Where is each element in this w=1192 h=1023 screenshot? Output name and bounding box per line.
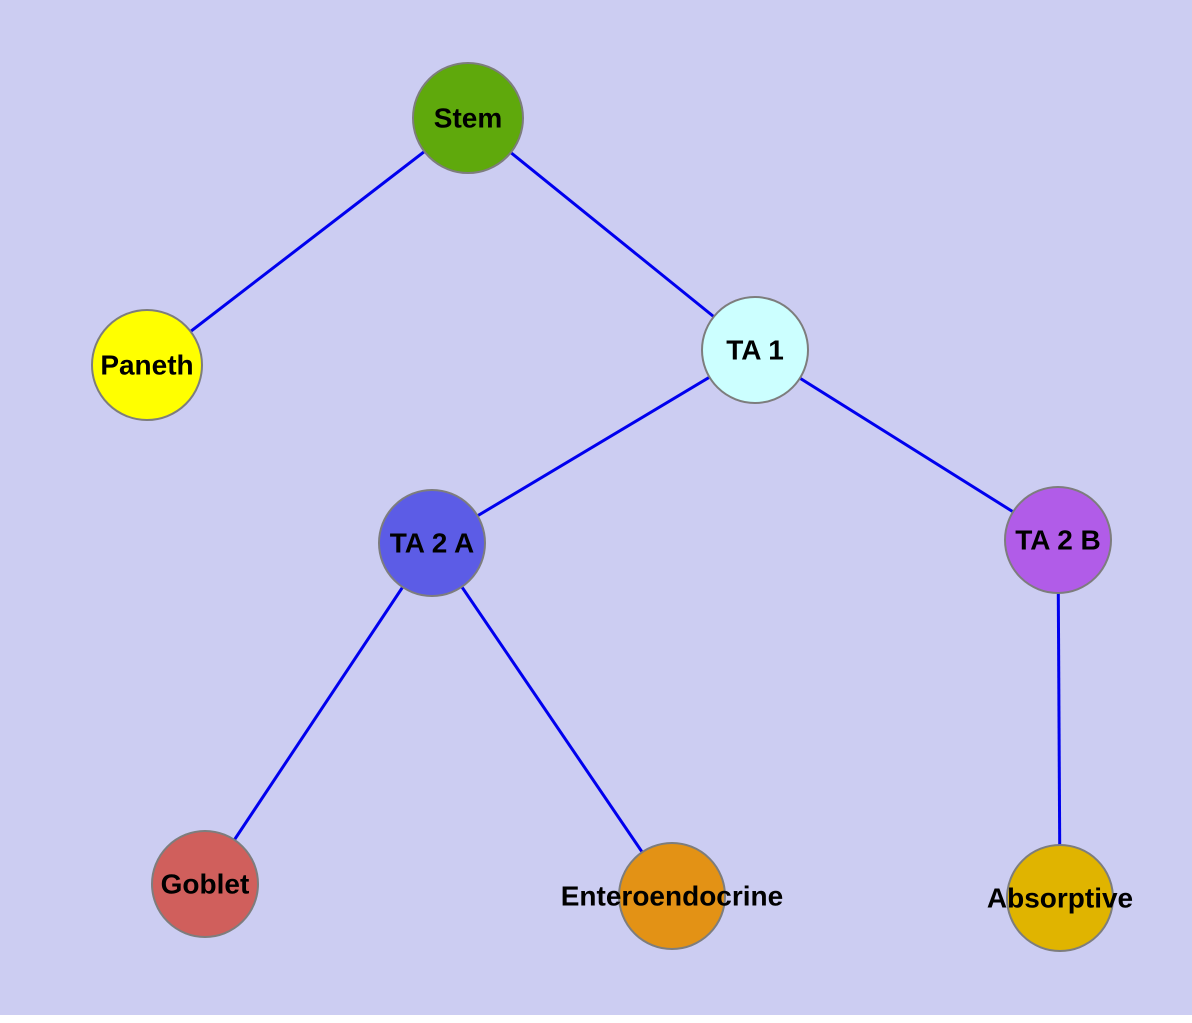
edge-stem-ta1 [467,116,756,352]
node-circle-enteroendocrine[interactable] [618,842,726,950]
edge-ta1-ta2b [754,348,1059,542]
node-stem[interactable]: Stem [412,62,524,174]
edge-ta2b-absorptive [1056,539,1062,899]
edge-stem-paneth [146,116,469,367]
edge-ta2a-enteroendocrine [430,542,674,897]
node-ta2a[interactable]: TA 2 A [378,489,486,597]
node-goblet[interactable]: Goblet [151,830,259,938]
node-ta1[interactable]: TA 1 [701,296,809,404]
node-ta2b[interactable]: TA 2 B [1004,486,1112,594]
node-circle-ta2a[interactable] [378,489,486,597]
node-circle-ta1[interactable] [701,296,809,404]
node-circle-absorptive[interactable] [1006,844,1114,952]
edge-ta1-ta2a [431,348,756,545]
node-paneth[interactable]: Paneth [91,309,203,421]
node-circle-stem[interactable] [412,62,524,174]
edges-layer [146,116,1062,899]
edge-ta2a-goblet [203,542,434,885]
node-circle-goblet[interactable] [151,830,259,938]
node-circle-ta2b[interactable] [1004,486,1112,594]
node-circle-paneth[interactable] [91,309,203,421]
